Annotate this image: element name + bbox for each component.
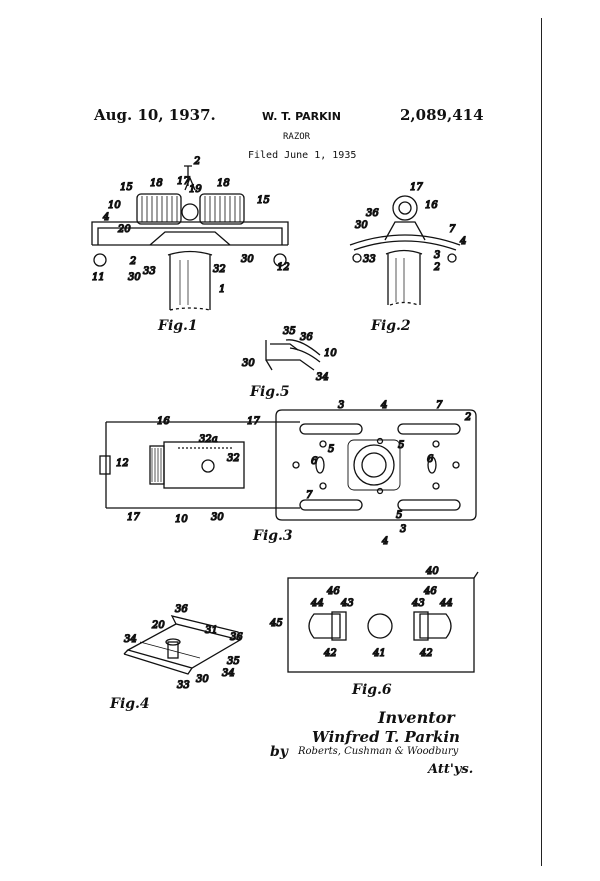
svg-text:43: 43	[340, 598, 354, 609]
svg-text:30: 30	[196, 674, 209, 685]
svg-text:10: 10	[324, 348, 337, 359]
svg-text:7: 7	[436, 400, 443, 411]
svg-text:4: 4	[381, 536, 388, 547]
svg-text:31: 31	[205, 625, 218, 636]
svg-text:30: 30	[211, 512, 224, 523]
svg-text:30: 30	[242, 358, 255, 369]
svg-text:45: 45	[269, 618, 283, 629]
by-label: by	[270, 744, 288, 760]
svg-text:5: 5	[328, 444, 334, 455]
svg-text:20: 20	[151, 620, 165, 631]
svg-text:16: 16	[425, 200, 438, 211]
svg-text:5: 5	[396, 510, 402, 521]
patent-number: 2,089,414	[400, 106, 484, 124]
svg-text:3: 3	[338, 400, 344, 411]
svg-text:1: 1	[219, 284, 225, 295]
svg-text:32: 32	[213, 264, 226, 275]
svg-text:6: 6	[311, 456, 318, 467]
filed-date: Filed June 1, 1935	[248, 150, 357, 161]
figure-4-drawing	[123, 615, 242, 675]
svg-text:7: 7	[306, 490, 313, 501]
svg-text:15: 15	[257, 195, 270, 206]
svg-text:36: 36	[175, 604, 188, 615]
figure-2-drawing	[349, 195, 461, 306]
patent-title: RAZOR	[283, 132, 311, 142]
svg-text:20: 20	[117, 224, 131, 235]
figure-6-drawing	[287, 571, 479, 673]
attorneys-label: Att'ys.	[428, 762, 474, 777]
svg-text:41: 41	[372, 648, 386, 659]
svg-text:2: 2	[464, 412, 471, 423]
svg-text:30: 30	[128, 272, 141, 283]
svg-text:2: 2	[129, 256, 136, 267]
svg-text:43: 43	[411, 598, 425, 609]
fig4-caption: Fig.4	[109, 696, 150, 712]
svg-text:12: 12	[116, 458, 129, 469]
svg-text:30: 30	[355, 220, 368, 231]
svg-text:44: 44	[310, 598, 324, 609]
figure-3-drawing	[99, 409, 477, 521]
fig6-caption: Fig.6	[351, 682, 392, 698]
figure-1-drawing	[91, 165, 289, 311]
svg-text:36: 36	[230, 632, 243, 643]
svg-text:17: 17	[177, 176, 190, 187]
svg-text:17: 17	[410, 182, 423, 193]
svg-text:36: 36	[300, 332, 313, 343]
svg-text:5: 5	[398, 440, 404, 451]
svg-text:4: 4	[380, 400, 387, 411]
svg-text:33: 33	[177, 680, 190, 691]
svg-text:32a: 32a	[199, 434, 218, 445]
svg-text:7: 7	[449, 224, 456, 235]
svg-text:3: 3	[434, 250, 440, 261]
svg-text:42: 42	[419, 648, 433, 659]
svg-text:18: 18	[217, 178, 230, 189]
inventor-signature: Winfred T. Parkin	[312, 728, 460, 746]
fig2-caption: Fig.2	[370, 318, 411, 334]
patent-date: Aug. 10, 1937.	[94, 106, 216, 124]
svg-text:44: 44	[439, 598, 453, 609]
figure-5-drawing	[265, 339, 321, 371]
svg-text:46: 46	[326, 586, 340, 597]
svg-text:33: 33	[143, 266, 156, 277]
svg-text:6: 6	[427, 454, 434, 465]
svg-text:34: 34	[316, 372, 329, 383]
svg-text:46: 46	[423, 586, 437, 597]
svg-text:30: 30	[241, 254, 254, 265]
svg-text:17: 17	[247, 416, 260, 427]
svg-text:34: 34	[222, 668, 235, 679]
svg-text:36: 36	[366, 208, 379, 219]
svg-text:15: 15	[120, 182, 133, 193]
inventor-name: W. T. PARKIN	[262, 110, 341, 123]
svg-text:17: 17	[127, 512, 140, 523]
svg-text:18: 18	[150, 178, 163, 189]
svg-text:33: 33	[363, 254, 376, 265]
svg-text:34: 34	[124, 634, 137, 645]
svg-text:4: 4	[102, 212, 109, 223]
svg-text:40: 40	[425, 566, 439, 577]
svg-text:2: 2	[193, 156, 200, 167]
svg-text:35: 35	[283, 326, 296, 337]
page-edge-line	[541, 18, 542, 866]
fig3-caption: Fig.3	[252, 528, 293, 544]
svg-text:4: 4	[459, 236, 466, 247]
svg-text:10: 10	[108, 200, 121, 211]
attorney-signature: Roberts, Cushman & Woodbury	[298, 746, 459, 757]
svg-text:2: 2	[433, 262, 440, 273]
svg-text:16: 16	[157, 416, 170, 427]
svg-text:19: 19	[189, 184, 202, 195]
svg-text:32: 32	[227, 453, 240, 464]
svg-text:3: 3	[400, 524, 406, 535]
fig1-caption: Fig.1	[157, 318, 198, 334]
svg-text:35: 35	[227, 656, 240, 667]
svg-text:11: 11	[92, 272, 105, 283]
svg-text:42: 42	[323, 648, 337, 659]
fig5-caption: Fig.5	[249, 384, 290, 400]
svg-text:10: 10	[175, 514, 188, 525]
inventor-label: Inventor	[378, 708, 455, 727]
svg-text:12: 12	[277, 262, 290, 273]
